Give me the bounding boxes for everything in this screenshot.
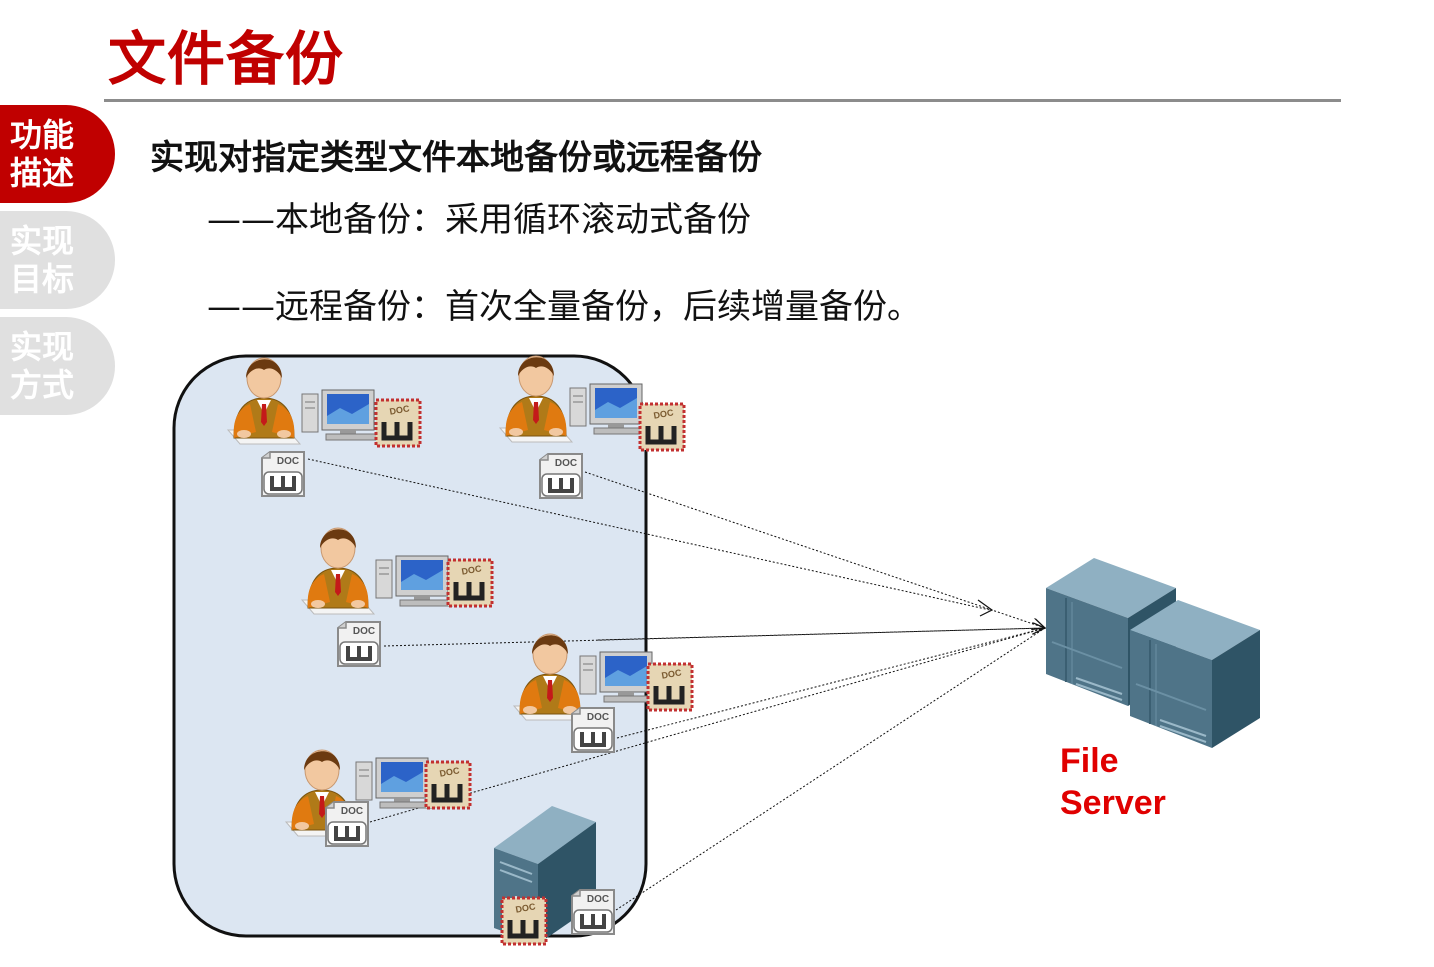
file-server-label: File Server <box>1060 740 1166 824</box>
tab-implementation-method[interactable]: 实现方式 <box>0 317 115 415</box>
slide-title: 文件备份 <box>108 25 345 93</box>
tab-label: 功能描述 <box>10 116 75 192</box>
backup-link <box>616 627 1046 739</box>
backup-link <box>584 471 1045 628</box>
doc-file-icon <box>538 452 584 500</box>
local-network-group <box>172 354 648 938</box>
doc-file-icon <box>570 706 616 754</box>
file-server-label-line1: File <box>1060 742 1119 780</box>
backup-link <box>307 458 991 611</box>
doc-stamp-icon <box>376 400 420 446</box>
tab-label: 实现目标 <box>10 222 75 298</box>
file-server-icon <box>1045 557 1261 749</box>
backup-link <box>597 627 1046 641</box>
doc-stamp-icon <box>448 560 492 606</box>
doc-stamp-icon <box>640 404 684 450</box>
doc-file-icon <box>570 888 616 936</box>
tab-label: 实现方式 <box>10 328 75 404</box>
doc-file-icon <box>324 800 370 848</box>
doc-stamp-icon <box>502 898 546 944</box>
bullet-local-backup: ——本地备份：采用循环滚动式备份 <box>207 200 751 240</box>
doc-file-icon <box>336 620 382 668</box>
file-server-label-line2: Server <box>1060 784 1166 822</box>
feature-heading: 实现对指定类型文件本地备份或远程备份 <box>150 138 762 178</box>
tab-feature-description[interactable]: 功能描述 <box>0 105 115 203</box>
tab-implementation-goal[interactable]: 实现目标 <box>0 211 115 309</box>
doc-stamp-icon <box>648 664 692 710</box>
doc-file-icon <box>260 450 306 498</box>
bullet-remote-backup: ——远程备份：首次全量备份，后续增量备份。 <box>207 287 921 327</box>
title-divider <box>104 99 1341 102</box>
backup-link <box>615 627 1046 911</box>
doc-stamp-icon <box>426 762 470 808</box>
backup-link <box>369 627 1046 823</box>
